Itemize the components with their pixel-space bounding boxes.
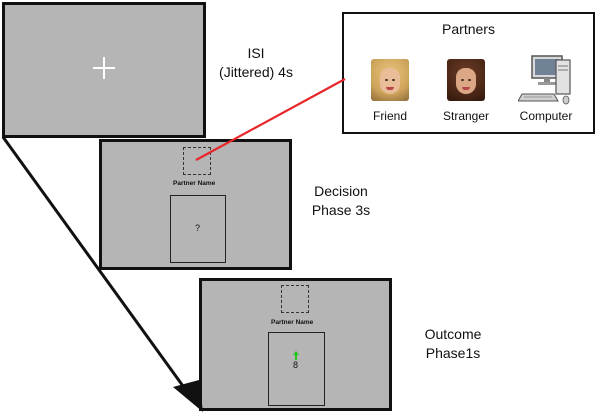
timeline-arrow-head-icon	[173, 380, 203, 412]
decision-screen: Partner Name ?	[99, 139, 292, 270]
outcome-card: 8	[268, 332, 325, 406]
green-arrow-up-icon	[293, 351, 299, 355]
partners-box: Partners Friend Stranger Computer	[342, 12, 595, 134]
decision-label-line2: Phase 3s	[311, 202, 371, 218]
isi-label-line2: (Jittered) 4s	[219, 64, 293, 80]
partner-image-slot	[281, 285, 309, 313]
partner-label-computer: Computer	[519, 109, 573, 123]
decision-card-text: ?	[195, 223, 201, 233]
partners-title: Partners	[442, 21, 495, 37]
partner-name-label: Partner Name	[173, 180, 216, 187]
stranger-face-icon	[447, 59, 485, 101]
outcome-label: Outcome Phase1s	[408, 325, 498, 363]
isi-label: ISI (Jittered) 4s	[206, 44, 306, 82]
green-arrow-stem	[295, 354, 297, 360]
computer-icon	[518, 55, 571, 105]
outcome-label-line1: Outcome	[424, 326, 482, 342]
partner-image-slot	[183, 147, 211, 175]
red-connector-line	[195, 78, 346, 161]
partner-label-friend: Friend	[372, 109, 407, 123]
outcome-screen: Partner Name 8	[199, 278, 392, 411]
decision-card: ?	[170, 195, 226, 263]
fixation-cross-icon	[93, 57, 115, 79]
outcome-card-text: 8	[293, 360, 299, 370]
partner-label-stranger: Stranger	[442, 109, 490, 123]
timeline-arrow-line	[1, 136, 190, 394]
isi-label-line1: ISI	[247, 45, 265, 61]
friend-face-icon	[371, 59, 409, 101]
decision-label-line1: Decision	[314, 183, 368, 199]
outcome-label-line2: Phase1s	[425, 345, 481, 361]
isi-screen	[2, 2, 206, 138]
decision-label: Decision Phase 3s	[296, 182, 386, 220]
partner-name-label: Partner Name	[271, 319, 314, 326]
